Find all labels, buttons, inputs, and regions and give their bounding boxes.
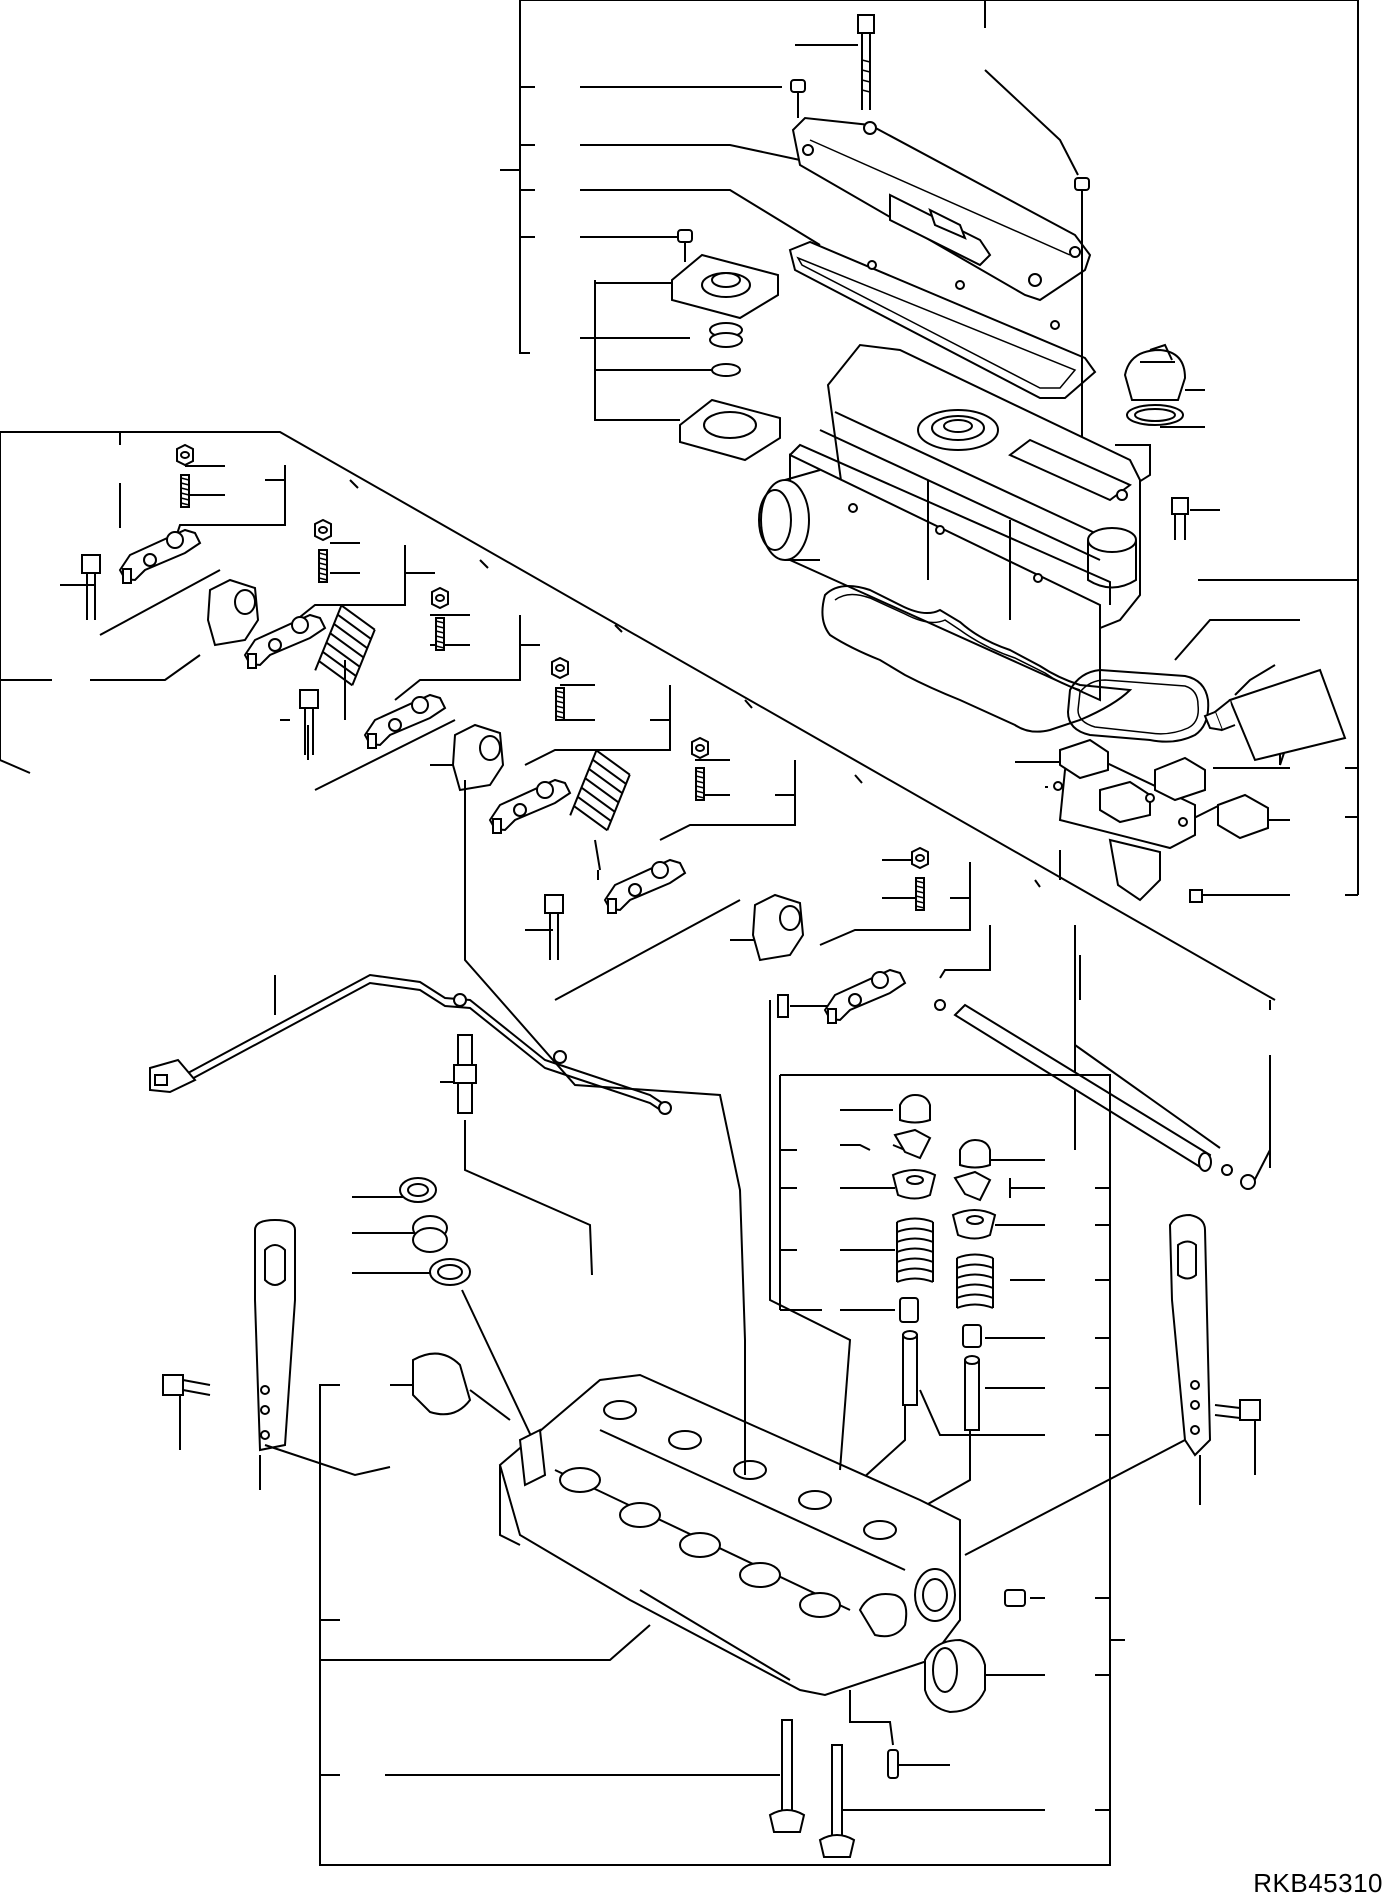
cylinder-head <box>319 1373 1045 1714</box>
oil-filler-cap <box>1123 343 1187 426</box>
head-cover-lower-gasket <box>821 585 1133 733</box>
rocker-springs <box>314 604 631 832</box>
adjusting-screw <box>180 474 190 508</box>
sealant-tube <box>1203 668 1347 762</box>
rocker-supports <box>206 578 805 962</box>
rocker-arm <box>603 858 687 914</box>
rocker-arm <box>118 528 202 584</box>
valve-leader-lines <box>840 1109 1045 1521</box>
lock-nut <box>691 736 709 760</box>
adjusting-screw <box>435 617 445 651</box>
thermostat-housing <box>1053 738 1269 903</box>
lock-nut <box>314 518 332 542</box>
head-cover-leader-lines <box>580 44 1300 896</box>
cylinder-head-cover-body <box>758 343 1141 702</box>
valve-group-bracket <box>319 1074 1125 1866</box>
glow-plug-harness <box>149 973 672 1276</box>
breather-parts <box>671 253 781 462</box>
lock-nut <box>551 656 569 680</box>
lifting-eye-left <box>254 1218 391 1490</box>
rocker-arm <box>363 693 447 749</box>
drawing-reference-code: RKB45310 <box>1253 1868 1383 1898</box>
thermostat-housing-gasket <box>1066 668 1210 743</box>
cross-leader-lines <box>464 780 852 1475</box>
adjusting-screw <box>318 549 328 583</box>
rocker-support-bolts <box>81 554 564 960</box>
valves <box>385 1690 1045 1858</box>
lock-nut <box>431 586 449 610</box>
adjusting-screw <box>915 877 925 911</box>
lifting-eye-bolts <box>162 1374 1261 1475</box>
dowel-pin <box>777 994 789 1018</box>
rocker-group-bracket <box>0 431 1276 1010</box>
head-cover-group-bracket <box>500 0 1359 896</box>
valve-parts-right <box>951 1138 997 1431</box>
expansion-seals <box>352 1177 541 1456</box>
adjusting-screw <box>555 687 565 721</box>
rocker-arms <box>118 443 929 1024</box>
lock-nut <box>911 846 929 870</box>
lock-nut <box>176 443 194 467</box>
lifting-eye-right <box>964 1213 1212 1556</box>
cover-gasket <box>788 240 1097 399</box>
rocker-arm <box>823 968 907 1024</box>
valve-parts-left <box>891 1093 937 1406</box>
cover-side-bolt <box>1171 497 1189 540</box>
rocker-arm <box>243 613 327 669</box>
rocker-arm <box>488 778 572 834</box>
rocker-shaft <box>934 999 1256 1190</box>
adjusting-screw <box>695 767 705 801</box>
breather-cover-plate <box>791 116 1092 302</box>
